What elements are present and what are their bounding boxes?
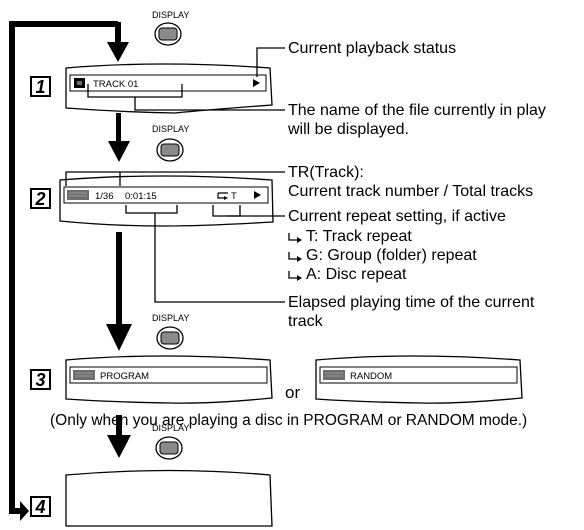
display-button-3[interactable]: DISPLAY (152, 313, 189, 350)
play-icon (254, 191, 261, 199)
tv-screen-step3-random: RANDOM (315, 355, 523, 404)
display-button-2[interactable]: DISPLAY (152, 124, 189, 162)
step-number-4: 4 (30, 496, 51, 517)
callout-file-name-line2: will be displayed. (288, 121, 409, 138)
display-button-label: DISPLAY (152, 10, 189, 20)
step-number-1: 1 (30, 76, 51, 97)
callout-elapsed-line1: Elapsed playing time of the current (288, 294, 535, 311)
track-count-readout: 1/36 (95, 191, 114, 202)
repeat-icon (288, 252, 302, 262)
leader-file-name (87, 84, 285, 111)
loop-back-arrowhead (20, 501, 29, 521)
tv-screen-step2: 1/36 0:01:15 T (59, 175, 274, 227)
flow-arrow-2 (108, 113, 130, 162)
callout-file-name-line1: The name of the file currently in play (288, 102, 546, 119)
callout-repeat-disc: A: Disc repeat (306, 266, 407, 283)
callout-repeat-track: T: Track repeat (306, 228, 412, 245)
flow-arrow-3 (106, 232, 132, 351)
tv-screen-step3-program: PROGRAM (65, 355, 273, 404)
display-button-label: DISPLAY (152, 313, 189, 323)
callout-playback-status: Current playback status (288, 40, 457, 57)
callout-tr-description: Current track number / Total tracks (288, 183, 534, 200)
step-number-3: 3 (30, 369, 51, 390)
repeat-mode-readout: T (231, 191, 237, 202)
leader-repeat (212, 205, 285, 217)
callout-repeat-group: G: Group (folder) repeat (306, 247, 477, 264)
callout-repeat-title: Current repeat setting, if active (288, 208, 506, 225)
flow-arrow-4 (107, 415, 131, 458)
callout-tr-title: TR(Track): (288, 164, 364, 181)
repeat-icon (288, 271, 302, 281)
program-random-note: (Only when you are playing a disc in PRO… (50, 412, 528, 429)
leader-track-number (65, 171, 285, 186)
track-name-readout: TRACK 01 (93, 79, 138, 90)
elapsed-time-readout: 0:01:15 (125, 191, 157, 202)
display-button-label: DISPLAY (152, 423, 189, 433)
or-separator: or (285, 383, 300, 402)
leader-elapsed (125, 205, 285, 303)
leader-playback-status (256, 47, 285, 77)
play-icon (253, 79, 260, 87)
repeat-icon (217, 192, 228, 200)
flow-arrow-1 (107, 22, 129, 62)
random-mode-readout: RANDOM (350, 371, 392, 382)
display-button-label: DISPLAY (152, 124, 189, 134)
callout-elapsed-line2: track (288, 313, 323, 330)
display-button-1[interactable]: DISPLAY (152, 10, 189, 46)
loop-back-line (9, 21, 118, 514)
display-button-4[interactable]: DISPLAY (152, 423, 189, 460)
step-number-2: 2 (30, 188, 51, 209)
repeat-icon (288, 233, 302, 243)
tv-screen-step4 (65, 469, 273, 527)
program-mode-readout: PROGRAM (100, 371, 149, 382)
tv-screen-step1: TRACK 01 (65, 63, 273, 114)
